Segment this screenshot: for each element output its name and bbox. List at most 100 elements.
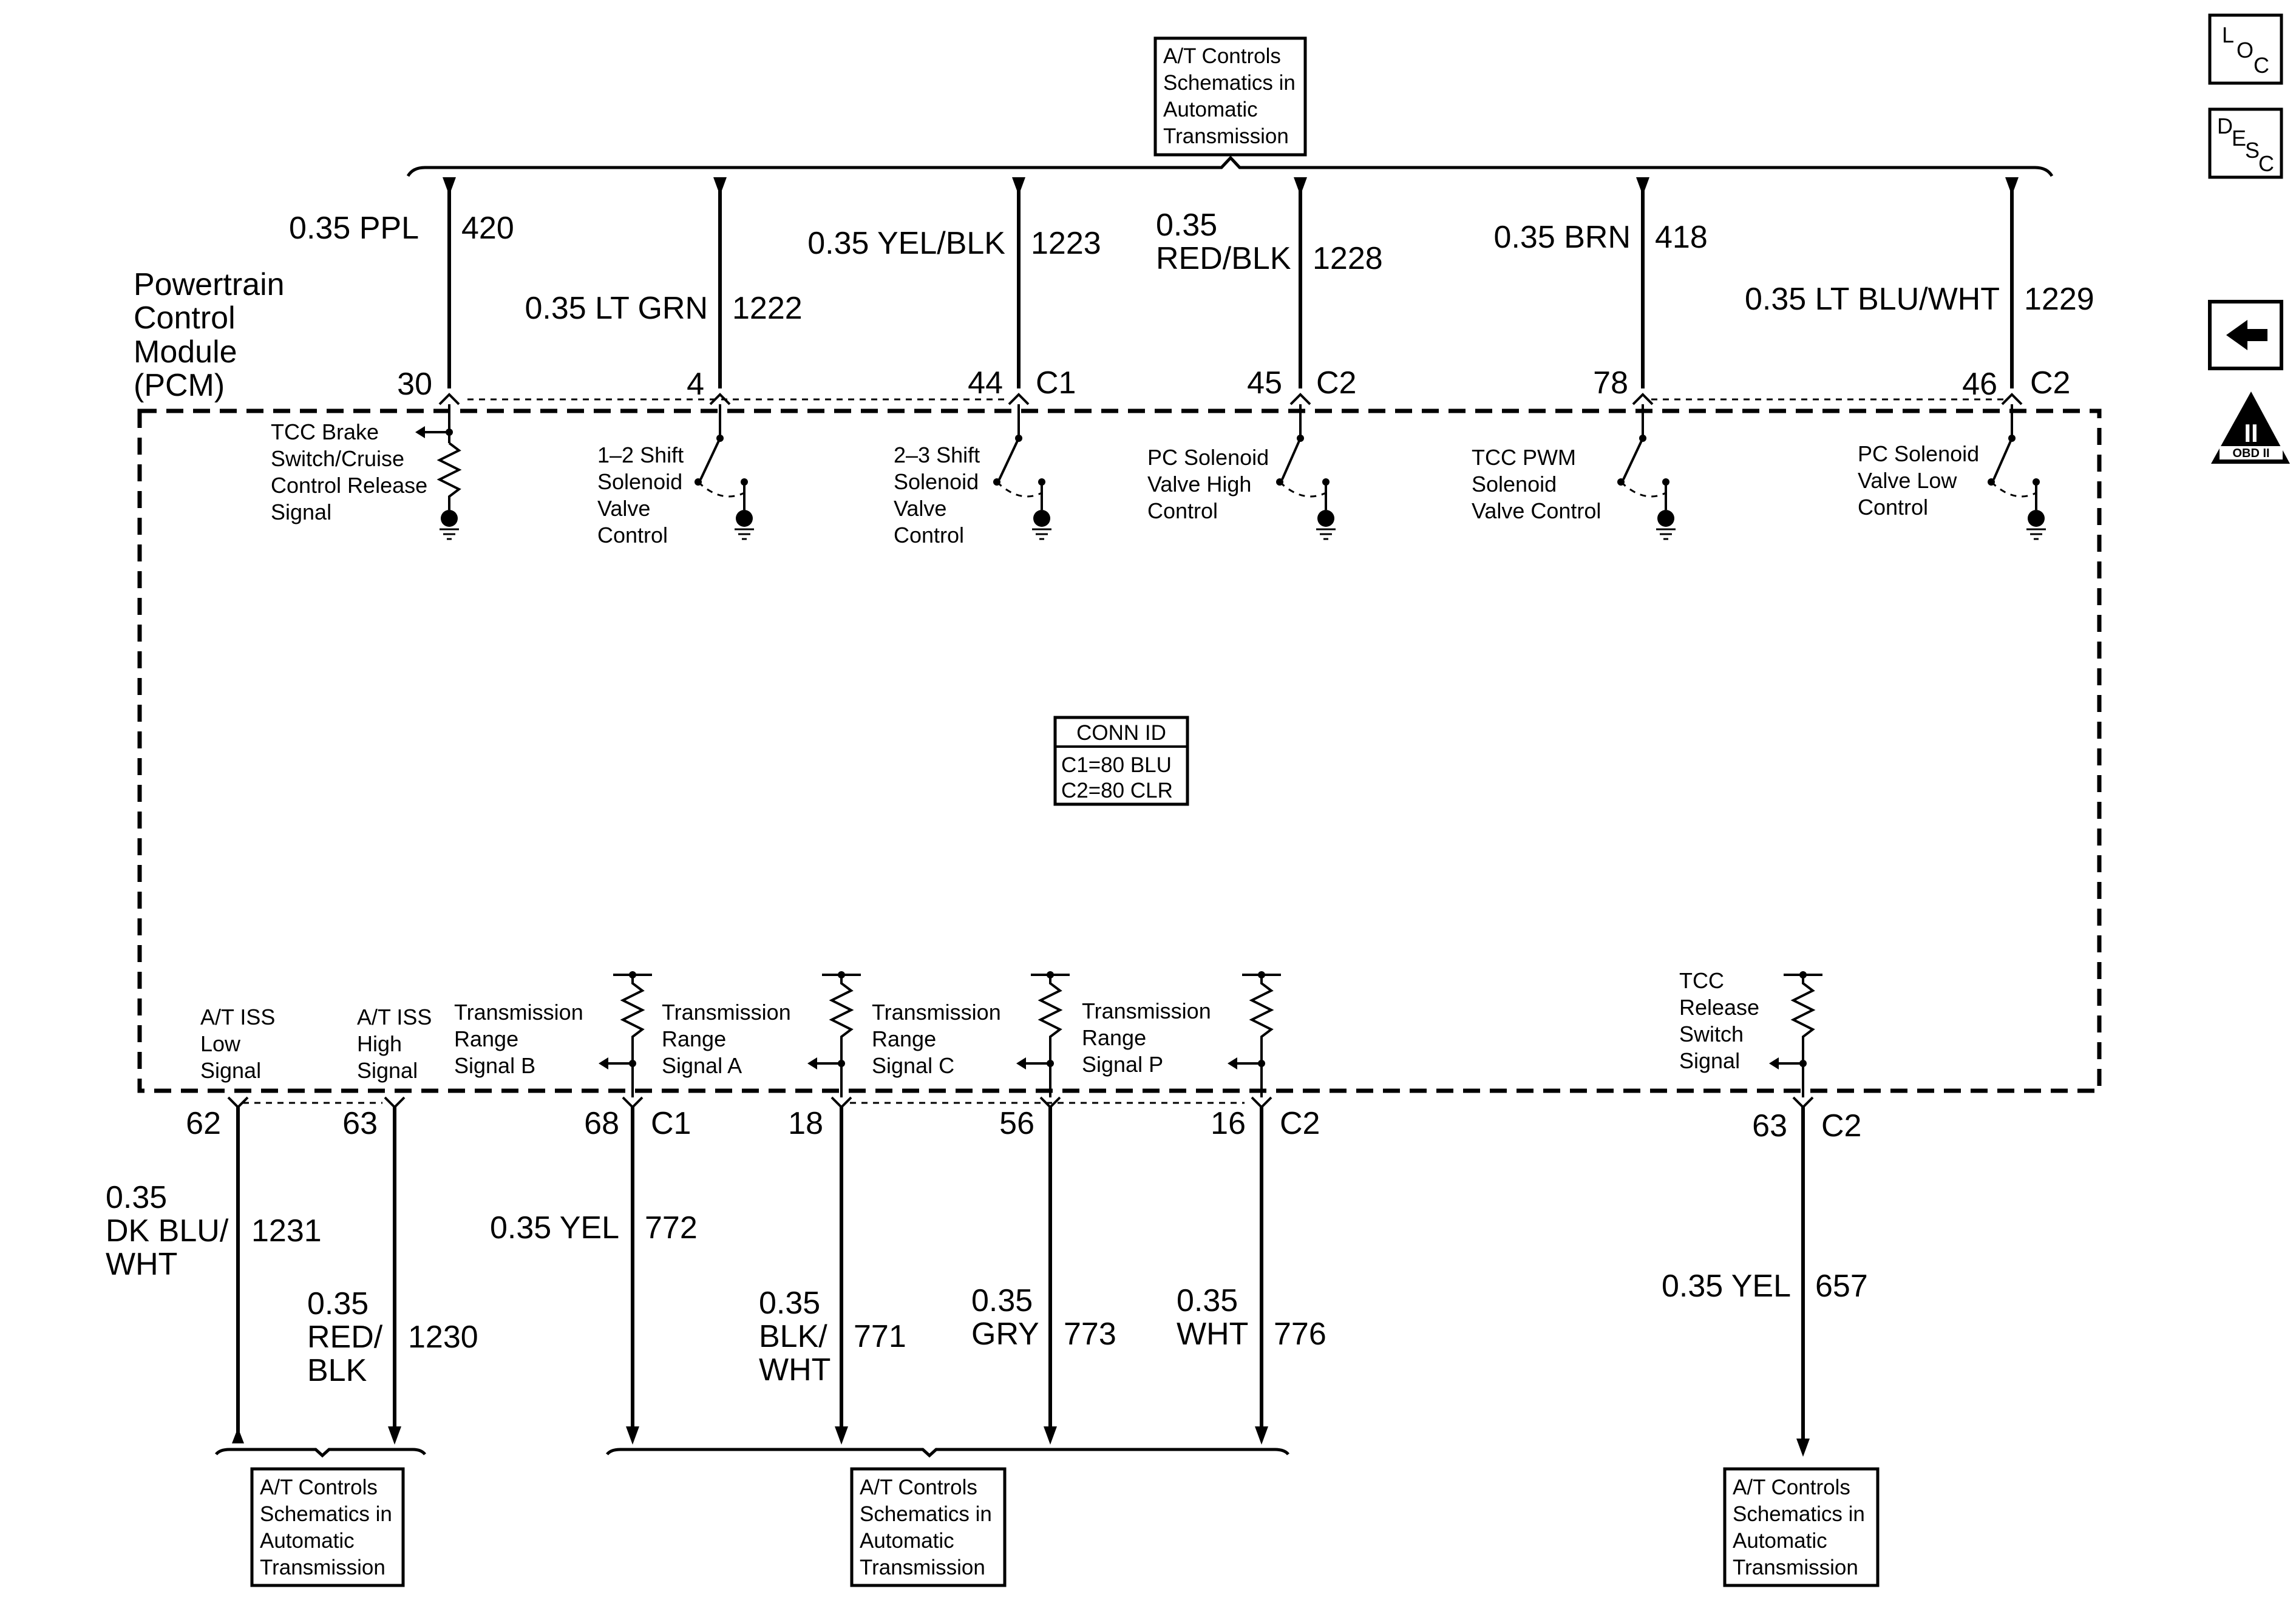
circuit-number-420: 420 (461, 211, 514, 246)
pin-63-b: 63 (1752, 1108, 1787, 1144)
signal-1228-line-3: Control (1147, 498, 1218, 523)
wire-color-1223: 0.35 YEL/BLK (807, 226, 1005, 261)
circuit-1231[interactable]: 62 0.35 DK BLU/ WHT 1231 A/T ISS Low Sig… (106, 1005, 322, 1443)
circuit-772[interactable]: 68 C1 0.35 YEL 772 Transmission Range Si… (454, 971, 698, 1445)
bottom-reference-box-left[interactable]: A/T Controls Schematics in Automatic Tra… (250, 1467, 405, 1587)
circuit-number-772: 772 (645, 1210, 698, 1246)
wire-color-418: 0.35 BRN (1494, 220, 1631, 255)
circuit-number-773: 773 (1064, 1317, 1116, 1352)
circuit-1230[interactable]: 63 0.35 RED/ BLK 1230 A/T ISS High Signa… (307, 1005, 478, 1445)
connector-c2-bottom-b: C2 (1821, 1108, 1861, 1144)
circuit-number-1223: 1223 (1031, 226, 1101, 261)
bottom-ref-left-line-4: Transmission (260, 1556, 385, 1579)
wire-gauge-1230: 0.35 (307, 1286, 369, 1321)
connector-c1-bottom: C1 (651, 1106, 691, 1141)
desc-button[interactable]: D E S C (2208, 107, 2283, 179)
signal-1222-line-2: Solenoid (597, 469, 682, 494)
signal-420-line-3: Control Release (271, 473, 427, 498)
circuit-657[interactable]: 63 C2 0.35 YEL 657 TCC Release Switch Si… (1662, 968, 1868, 1457)
conn-id-box: CONN ID C1=80 BLU C2=80 CLR (1053, 716, 1189, 806)
signal-1229-line-3: Control (1858, 495, 1928, 520)
bottom-reference-box-middle[interactable]: A/T Controls Schematics in Automatic Tra… (850, 1467, 1007, 1587)
signal-1222-line-4: Control (597, 523, 668, 547)
circuit-number-1231: 1231 (251, 1213, 322, 1249)
obd-ii-button[interactable]: II OBD II (2211, 392, 2290, 464)
bottom-ref-left-line-1: A/T Controls (260, 1476, 378, 1499)
wire-gauge-771: 0.35 (759, 1286, 820, 1321)
signal-772-line-2: Range (454, 1026, 518, 1051)
signal-1222-line-3: Valve (597, 496, 650, 521)
wire-color-1228: RED/BLK (1156, 241, 1291, 276)
wire-color-772: 0.35 YEL (490, 1210, 619, 1246)
pin-18: 18 (788, 1106, 823, 1141)
bottom-ref-middle-line-1: A/T Controls (860, 1476, 977, 1499)
signal-1222-line-1: 1–2 Shift (597, 442, 684, 467)
circuit-418[interactable]: 0.35 BRN 418 78 TCC PWM Solenoid Valve C… (1472, 177, 1708, 540)
circuit-number-418: 418 (1655, 220, 1708, 255)
top-ref-line-1: A/T Controls (1163, 44, 1281, 68)
signal-1230-line-1: A/T ISS (357, 1005, 432, 1029)
connector-c2-top-b: C2 (2030, 365, 2070, 401)
signal-1228-line-1: PC Solenoid (1147, 445, 1269, 470)
pcm-label-line-3: Module (134, 334, 237, 370)
pin-63-a: 63 (342, 1106, 378, 1141)
bottom-ref-right-line-3: Automatic (1733, 1529, 1827, 1553)
wire-color-1230-b: BLK (307, 1353, 367, 1388)
pcm-label-line-2: Control (134, 300, 236, 336)
signal-1231-line-2: Low (200, 1031, 241, 1056)
signal-776-line-3: Signal P (1082, 1052, 1163, 1077)
signal-1229-line-2: Valve Low (1858, 468, 1957, 493)
pin-44: 44 (968, 365, 1003, 401)
circuit-1229[interactable]: 0.35 LT BLU/WHT 1229 46 C2 PC Solenoid V… (1745, 177, 2094, 540)
circuit-number-776: 776 (1274, 1317, 1326, 1352)
back-button[interactable] (2208, 300, 2283, 370)
signal-418-line-2: Solenoid (1472, 472, 1557, 497)
circuit-1223[interactable]: 0.35 YEL/BLK 1223 44 C1 2–3 Shift Soleno… (807, 177, 1101, 547)
signal-420-line-4: Signal (271, 500, 331, 524)
circuit-number-1229: 1229 (2024, 282, 2094, 317)
signal-773-line-1: Transmission (872, 1000, 1001, 1025)
conn-id-c1: C1=80 BLU (1061, 753, 1172, 777)
signal-771-line-2: Range (662, 1026, 726, 1051)
circuit-776[interactable]: 16 C2 0.35 WHT 776 Transmission Range Si… (1082, 971, 1326, 1445)
signal-771-line-1: Transmission (662, 1000, 791, 1025)
pin-62: 62 (186, 1106, 221, 1141)
wire-color-1231-a: DK BLU/ (106, 1213, 229, 1249)
top-reference-box[interactable]: A/T Controls Schematics in Automatic Tra… (1153, 36, 1307, 157)
circuit-number-1230: 1230 (408, 1320, 478, 1355)
signal-657-line-2: Release (1679, 995, 1759, 1020)
bottom-ref-right-line-2: Schematics in (1733, 1502, 1865, 1526)
circuit-1228[interactable]: 0.35 RED/BLK 1228 45 C2 PC Solenoid Valv… (1147, 177, 1383, 540)
signal-1229-line-1: PC Solenoid (1858, 441, 1979, 466)
loc-button[interactable]: L O C (2208, 13, 2283, 85)
bottom-ref-right-line-4: Transmission (1733, 1556, 1858, 1579)
desc-letter-3: S (2245, 138, 2260, 163)
connector-c1-top: C1 (1036, 365, 1076, 401)
obd-label: OBD II (2232, 447, 2269, 460)
pin-30: 30 (397, 367, 432, 402)
circuit-773[interactable]: 56 0.35 GRY 773 Transmission Range Signa… (872, 971, 1116, 1445)
loc-letter-2: O (2237, 38, 2254, 63)
signal-1223-line-4: Control (894, 523, 964, 547)
top-ref-line-2: Schematics in (1163, 71, 1296, 95)
circuit-number-1222: 1222 (732, 291, 803, 326)
loc-letter-3: C (2254, 53, 2269, 78)
pin-4: 4 (687, 367, 704, 402)
pcm-label-line-4: (PCM) (134, 368, 225, 403)
signal-776-line-2: Range (1082, 1025, 1146, 1050)
circuit-420[interactable]: 0.35 PPL 420 30 TCC Brake Switch/Cruise … (271, 177, 514, 540)
wire-gauge-773: 0.35 (971, 1283, 1033, 1318)
bottom-brace-left (215, 1448, 426, 1458)
wire-gauge-1228: 0.35 (1156, 208, 1217, 243)
circuit-1222[interactable]: 0.35 LT GRN 1222 4 1–2 Shift Solenoid Va… (525, 177, 803, 547)
signal-657-line-3: Switch (1679, 1022, 1744, 1046)
pin-45: 45 (1247, 365, 1282, 401)
pin-68: 68 (584, 1106, 619, 1141)
circuit-771[interactable]: 18 0.35 BLK/ WHT 771 Transmission Range … (662, 971, 906, 1445)
bottom-reference-box-right[interactable]: A/T Controls Schematics in Automatic Tra… (1723, 1467, 1880, 1587)
conn-id-c2: C2=80 CLR (1061, 779, 1173, 802)
wire-color-771-a: BLK/ (759, 1319, 827, 1354)
signal-1223-line-1: 2–3 Shift (894, 442, 980, 467)
wire-color-1222: 0.35 LT GRN (525, 291, 708, 326)
pin-16: 16 (1211, 1106, 1246, 1141)
